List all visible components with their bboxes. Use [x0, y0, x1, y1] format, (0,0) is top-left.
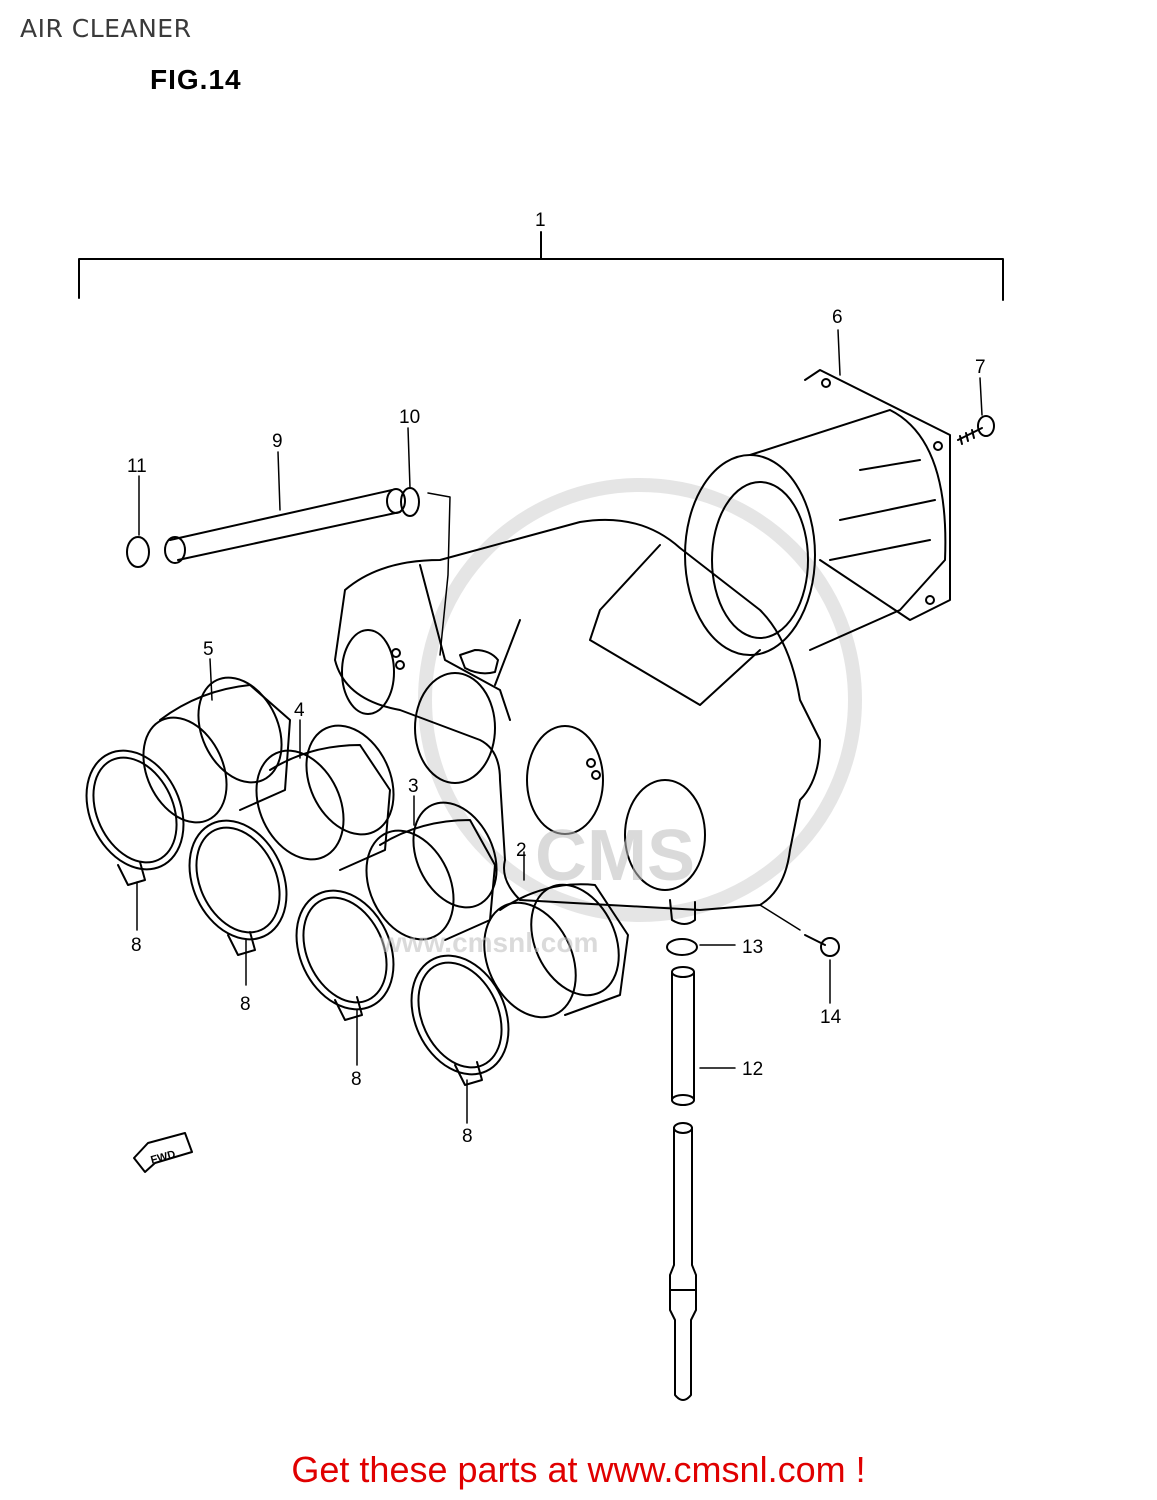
clamp-part-13 — [666, 938, 698, 956]
page-title: AIR CLEANER — [20, 14, 192, 43]
clamp-ring-part-8 — [188, 819, 288, 956]
callout-14: 14 — [820, 1007, 842, 1028]
intake-boot-part-4 — [255, 724, 395, 871]
callout-2: 2 — [516, 840, 527, 861]
callout-3: 3 — [408, 776, 419, 797]
parts-link: Get these parts at www.cmsnl.com ! — [0, 1449, 1157, 1491]
drain-tube — [669, 1122, 697, 1401]
clamp-part-11 — [126, 536, 150, 568]
callout-4: 4 — [294, 700, 305, 721]
screw-part-14 — [804, 934, 840, 957]
filter-element — [684, 369, 951, 656]
callout-6: 6 — [832, 307, 843, 328]
clamp-ring-part-8 — [295, 889, 395, 1021]
watermark-text: www.cmsnl.com — [379, 927, 598, 958]
intake-boot-part-2 — [483, 883, 629, 1019]
clamp-ring-part-8 — [410, 954, 510, 1086]
callout-9: 9 — [272, 431, 283, 452]
callout-8: 8 — [131, 935, 142, 956]
clamp-ring-part-8 — [85, 749, 185, 886]
hose-part-9 — [164, 488, 406, 564]
figure-label: FIG.14 — [150, 64, 242, 95]
watermark-logo — [418, 478, 862, 922]
fwd-arrow-icon — [133, 1132, 193, 1173]
callout-11: 11 — [127, 456, 147, 477]
air-cleaner-housing — [334, 518, 821, 925]
callout-13: 13 — [742, 937, 763, 958]
parts-link-text[interactable]: Get these parts at www.cmsnl.com ! — [291, 1449, 866, 1490]
intake-boot-part-3 — [365, 801, 498, 941]
watermark-logo-text: CMS — [535, 816, 695, 896]
callout-5: 5 — [203, 639, 214, 660]
clamp-part-10 — [400, 487, 420, 517]
assembly-bracket — [78, 231, 1004, 301]
callout-12: 12 — [742, 1059, 763, 1080]
callout-8: 8 — [351, 1069, 362, 1090]
callout-7: 7 — [975, 357, 986, 378]
callout-8: 8 — [462, 1126, 473, 1147]
fwd-label: FWD — [149, 1149, 176, 1167]
callout-8: 8 — [240, 994, 251, 1015]
callout-10: 10 — [399, 407, 420, 428]
intake-boot-part-5 — [142, 676, 291, 824]
screw-part-7 — [957, 415, 995, 445]
drain-hose-part-12 — [671, 966, 695, 1106]
callout-1: 1 — [535, 210, 546, 231]
